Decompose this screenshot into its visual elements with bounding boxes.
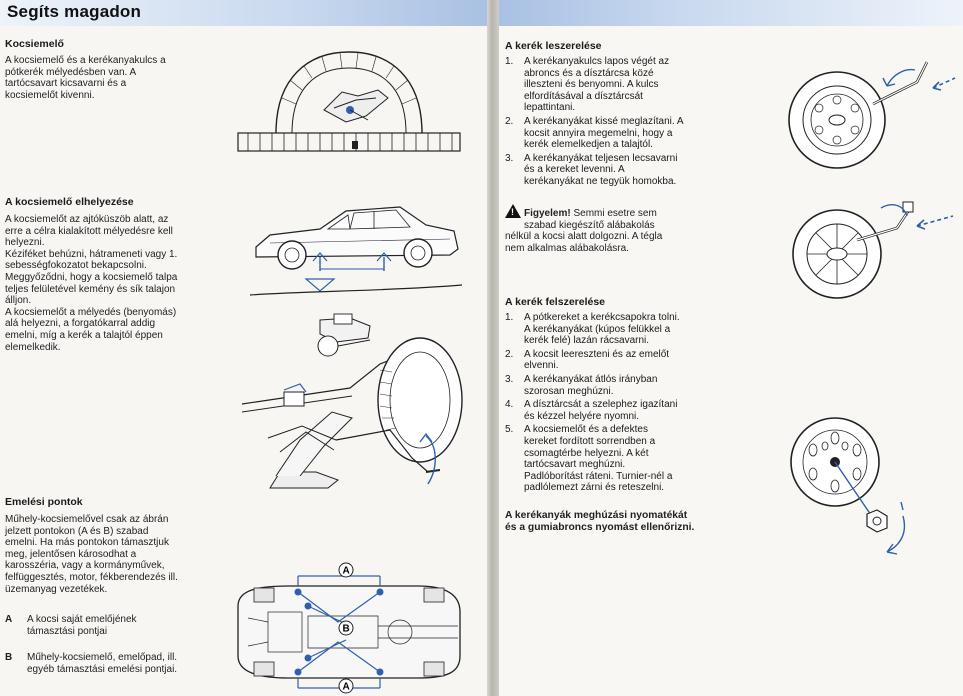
list-item: 1.A pótkereket a kerékcsapokra tolni.A k… bbox=[505, 312, 680, 347]
loosen-nuts-figure bbox=[792, 201, 954, 299]
warning-note: !Figyelem! Semmi esetre sem szabad kiegé… bbox=[505, 204, 755, 254]
mark-a-bottom: A bbox=[343, 682, 350, 693]
title-bar-right bbox=[499, 0, 963, 26]
book-gutter bbox=[487, 0, 499, 696]
section-heading-jack-placement: A kocsiemelő elhelyezése bbox=[5, 196, 134, 208]
jack-in-wheel-well-figure bbox=[237, 51, 461, 152]
section-heading-wheel-mounting: A kerék felszerelése bbox=[505, 296, 606, 308]
section-heading-lifting-points: Emelési pontok bbox=[5, 496, 83, 508]
hubcap-removal-figure bbox=[788, 61, 956, 169]
page-title: Segíts magadon bbox=[7, 2, 142, 21]
left-page: Segíts magadon Kocsiemelő A kocsiemelő é… bbox=[0, 0, 487, 694]
mark-b-middle: B bbox=[343, 624, 350, 635]
right-page: A kerék leszerelése 1.A kerékanyakulcs l… bbox=[499, 0, 963, 696]
jack-lifting-figure bbox=[241, 313, 463, 489]
mark-a-top: A bbox=[343, 566, 350, 577]
section-heading-jack: Kocsiemelő bbox=[5, 38, 64, 50]
remove-nut-figure bbox=[790, 417, 906, 555]
car-side-view-figure bbox=[249, 206, 463, 296]
underbody-lifting-points-figure: A B A bbox=[237, 562, 461, 694]
title-bar bbox=[0, 0, 487, 26]
wheel-mounting-steps: 1.A pótkereket a kerékcsapokra tolni.A k… bbox=[505, 312, 755, 496]
section-heading-wheel-removal: A kerék leszerelése bbox=[505, 40, 602, 52]
legend-item-b: B Műhely-kocsiemelő, emelőpad, ill.egyéb… bbox=[5, 652, 178, 675]
warning-icon: ! bbox=[505, 204, 521, 218]
